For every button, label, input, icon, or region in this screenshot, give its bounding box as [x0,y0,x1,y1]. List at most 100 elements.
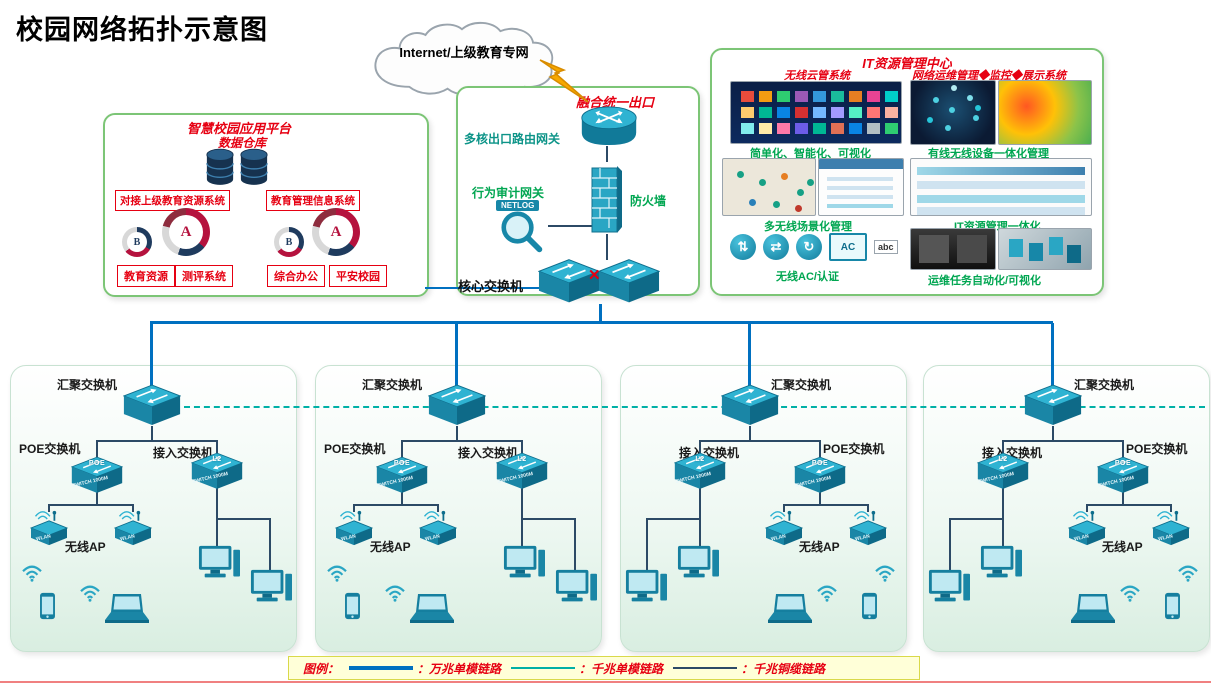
phone-icon [344,592,361,620]
ac-flow-icon: ⇄ [763,234,789,260]
caption-wireless-scenes: 多无线场景化管理 [764,221,852,233]
desktop-icon [676,544,720,586]
wireless-ap-icon: WLAN [113,510,153,546]
ac-controller-icon: AC [829,233,867,261]
copper-link [1086,504,1172,506]
wireless-ap-label: 无线AP [1102,540,1143,554]
copper-link [749,426,751,442]
copper-link [783,506,785,512]
copper-link [699,442,701,454]
copper-link [949,518,951,570]
aggregation-switch-label: 汇聚交换机 [362,378,423,392]
wifi-signal-icon [79,584,101,602]
caption-wireless-ac-auth: 无线AC/认证 [776,271,839,283]
wireless-ap-icon: WLAN [29,510,69,546]
caption-simple-smart-visual: 简单化、智能化、可视化 [750,148,871,160]
wireless-ap-icon: WLAN [848,510,888,546]
copper-link [1002,440,1124,442]
copper-link [353,504,439,506]
platform-title: 智慧校园应用平台 [187,121,292,136]
link-drop-branch-4 [1051,323,1054,387]
access-switch-icon: L2 SWITCH 1000M [496,452,548,490]
copper-link [646,518,701,520]
copper-link [867,506,869,512]
aggregation-switch-label: 汇聚交换机 [57,378,118,392]
copper-link [699,488,701,546]
poe-switch-icon: POE SWITCH 1000M [794,456,846,494]
branch-zone-2: 汇聚交换机 POE交换机 接入交换机 POE SWITCH 1000M L2 S… [315,365,602,652]
desktop-icon [979,544,1023,586]
wireless-ap-icon: WLAN [334,510,374,546]
router-icon [580,104,638,148]
l2-badge: L2 [695,456,705,463]
legend-swatch-1g-copper [673,667,738,669]
ap-icon [334,510,374,546]
poe-switch-icon: POE SWITCH 1000M [376,456,428,494]
fiber-stack-dashed-link [184,406,1205,408]
copper-link [819,492,821,506]
desktop-icon [249,568,293,610]
access-switch-icon: L2 SWITCH 1000M [191,452,243,490]
poe-badge: POE [811,460,829,467]
legend-item-1g-copper: ：千兆铜缆链路 [673,660,825,677]
audit-gateway-label: 行为审计网关 [472,186,545,200]
wireless-ap-icon: WLAN [764,510,804,546]
copper-link [96,442,98,458]
copper-link [949,518,1004,520]
vsl-cross-icon: ✕ [588,267,601,284]
copper-link [48,504,134,506]
link-drop-branch-2 [455,323,458,387]
management-console-image [818,158,904,216]
platform-panel: 智慧校园应用平台 数据仓库 对接上级教育资源系统 教育管理信息系统 A B A … [103,113,429,297]
access-switch-label: 接入交换机 [153,446,214,460]
tag-office: 综合办公 [267,265,325,287]
desktop-icon [554,568,598,610]
audit-gateway-icon: NETLOG [494,200,550,256]
copper-link [1170,506,1172,512]
wireless-ap-icon: WLAN [1151,510,1191,546]
copper-link [96,440,218,442]
wan-lightning-link-icon [539,59,589,103]
link-router-firewall [606,146,608,162]
laptop-icon [766,592,814,626]
copper-link [1002,488,1004,546]
heatmap-image [998,80,1092,145]
bottom-divider [0,681,1211,683]
netops-heading: 网络运维管理◆监控◆展示系统 [912,70,1066,82]
ac-flow-icon: ⇅ [730,234,756,260]
aggregation-switch-icon [1024,384,1082,426]
l2-badge: L2 [998,456,1008,463]
firewall-icon [590,164,624,236]
tag-education-resource: 教育资源 [117,265,175,287]
wifi-signal-icon [21,564,43,582]
link-backbone-bus [150,321,1053,324]
map-image [722,158,816,216]
phone-icon [1164,592,1181,620]
link-drop-branch-3 [748,323,751,387]
egress-panel: 融合统一出口 多核出口路由网关 行为审计网关 NETLOG 防火墙 [456,86,700,296]
ap-icon [29,510,69,546]
laptop-icon [408,592,456,626]
poe-switch-icon: POE SWITCH 1000M [1097,456,1149,494]
copper-link [1122,492,1124,506]
access-switch-icon: L2 SWITCH 1000M [674,452,726,490]
ap-icon [418,510,458,546]
egress-title: 融合统一出口 [576,95,655,110]
l2-badge: L2 [517,456,527,463]
laptop-icon [1069,592,1117,626]
wireless-ap-label: 无线AP [370,540,411,554]
poe-switch-label: POE交换机 [324,442,386,456]
copper-link [216,488,218,546]
page-title: 校园网络拓扑示意图 [16,15,268,45]
access-switch-icon: L2 SWITCH 1000M [977,452,1029,490]
copper-link [819,442,821,458]
copper-link [1122,442,1124,458]
branch-zone-4: 汇聚交换机 POE交换机 接入交换机 POE SWITCH 1000M L2 S… [923,365,1210,652]
copper-link [96,492,98,506]
system-chip-education-mis: 教育管理信息系统 [266,190,360,211]
system-chip-education-resource: 对接上级教育资源系统 [115,190,230,211]
pie-chart-icon: B [122,227,152,257]
copper-link [401,440,523,442]
auth-abc-chip: abc [874,240,898,254]
